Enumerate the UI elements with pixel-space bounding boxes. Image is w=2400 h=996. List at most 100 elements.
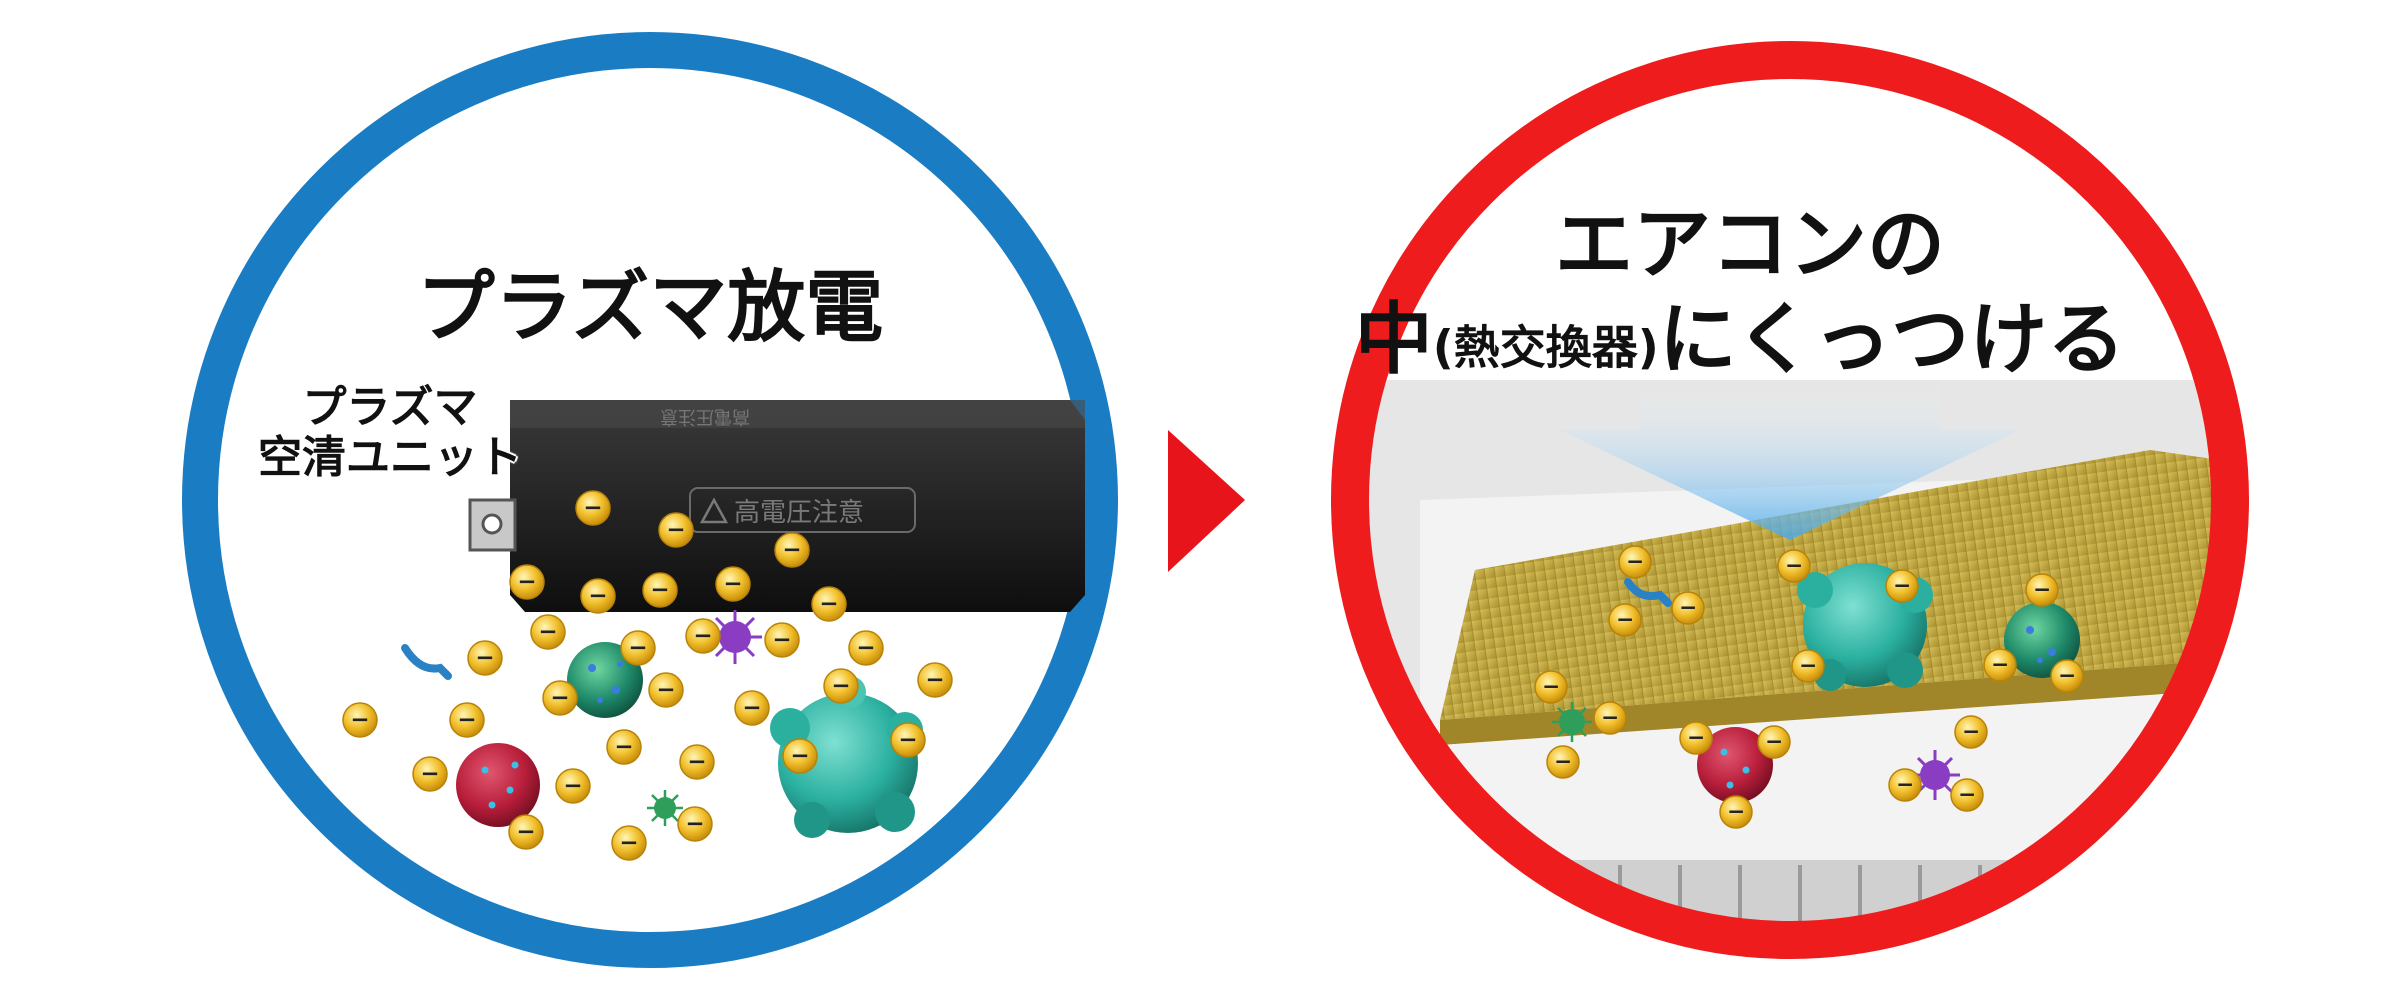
small-green-spore: [647, 790, 683, 826]
title-tail: にくっつける: [1658, 295, 2126, 385]
ion-minus-sign: −: [1687, 726, 1705, 751]
negative-ion-icon: −: [467, 640, 503, 676]
ion-minus-sign: −: [1893, 574, 1911, 599]
negative-ion-icon: −: [530, 614, 566, 650]
left-panel-title: プラズマ放電: [416, 263, 884, 353]
negative-ion-icon: −: [1679, 721, 1713, 755]
negative-ion-icon: −: [782, 738, 818, 774]
ion-minus-sign: −: [925, 667, 944, 693]
negative-ion-icon: −: [774, 532, 810, 568]
blue-bacteria-on-exchanger: [1624, 578, 1672, 607]
negative-ion-icon: −: [1983, 648, 2017, 682]
ion-minus-sign: −: [782, 537, 801, 563]
title-main-char: 中: [1354, 295, 1433, 385]
negative-ion-icon: −: [342, 702, 378, 738]
ion-minus-sign: −: [819, 591, 838, 617]
negative-ion-icon: −: [2025, 573, 2059, 607]
ion-minus-sign: −: [2033, 578, 2051, 603]
right-panel-title-line2: 中(熱交換器)にくっつける: [1280, 277, 2200, 389]
airflow-arrow-icon: [1560, 380, 2020, 540]
right-ring: [1331, 41, 2249, 959]
ion-minus-sign: −: [1896, 773, 1914, 798]
negative-ion-icon: −: [642, 572, 678, 608]
ion-minus-sign: −: [2058, 664, 2076, 689]
ion-minus-sign: −: [350, 707, 369, 733]
ion-minus-sign: −: [1554, 750, 1572, 775]
ion-minus-sign: −: [628, 635, 647, 661]
ion-minus-sign: −: [650, 577, 669, 603]
green-mold-cluster: [567, 642, 643, 718]
negative-ion-icon: −: [508, 814, 544, 850]
ion-minus-sign: −: [831, 673, 850, 699]
negative-ion-icon: −: [2050, 659, 2084, 693]
negative-ion-icon: −: [611, 825, 647, 861]
ion-minus-sign: −: [1601, 706, 1619, 731]
negative-ion-icon: −: [648, 672, 684, 708]
negative-ion-icon: −: [620, 630, 656, 666]
negative-ion-icon: −: [509, 564, 545, 600]
negative-ion-icon: −: [917, 662, 953, 698]
negative-ion-icon: −: [679, 744, 715, 780]
ion-minus-sign: −: [687, 749, 706, 775]
negative-ion-icon: −: [685, 618, 721, 654]
negative-ion-icon: −: [1618, 545, 1652, 579]
negative-ion-icon: −: [580, 578, 616, 614]
blue-bacteria: [401, 644, 452, 680]
negative-ion-icon: −: [1608, 603, 1642, 637]
ion-minus-sign: −: [420, 761, 439, 787]
plasma-air-purifier-unit: 高電圧注意 高電圧注意: [468, 400, 1085, 612]
ion-minus-sign: −: [1616, 608, 1634, 633]
ion-minus-sign: −: [1679, 596, 1697, 621]
right-ion-group: −−−−−−−−−−−−−−−−−−: [1534, 545, 2084, 829]
ion-minus-sign: −: [693, 623, 712, 649]
ion-minus-sign: −: [1958, 783, 1976, 808]
ion-minus-sign: −: [1765, 730, 1783, 755]
negative-ion-icon: −: [1671, 591, 1705, 625]
ion-minus-sign: −: [1542, 675, 1560, 700]
title-paren-note: (熱交換器): [1432, 320, 1659, 375]
negative-ion-icon: −: [412, 756, 448, 792]
negative-ion-icon: −: [1593, 701, 1627, 735]
purple-pollen: [708, 610, 762, 664]
small-green-spore-on-exchanger: [1552, 702, 1592, 742]
right-panel-title-line1: エアコンの: [1554, 200, 1945, 290]
negative-ion-icon: −: [606, 729, 642, 765]
ion-minus-sign: −: [1626, 550, 1644, 575]
negative-ion-icon: −: [1546, 745, 1580, 779]
negative-ion-icon: −: [811, 586, 847, 622]
ion-minus-sign: −: [516, 819, 535, 845]
negative-ion-icon: −: [555, 768, 591, 804]
negative-ion-icon: −: [764, 622, 800, 658]
left-ion-group: −−−−−−−−−−−−−−−−−−−−−−−−−−−−−−−: [342, 490, 953, 861]
warning-triangle-icon: [699, 497, 729, 524]
red-allergen-cluster: [456, 743, 540, 827]
ion-minus-sign: −: [723, 571, 742, 597]
ion-minus-sign: −: [1962, 720, 1980, 745]
air-conditioner-interior: [1350, 380, 2230, 940]
unit-top-marking: 高電圧注意: [660, 406, 750, 427]
ion-minus-sign: −: [1991, 653, 2009, 678]
ion-minus-sign: −: [742, 695, 761, 721]
negative-ion-icon: −: [1777, 549, 1811, 583]
ion-minus-sign: −: [898, 727, 917, 753]
negative-ion-icon: −: [1950, 778, 1984, 812]
ion-minus-sign: −: [588, 583, 607, 609]
negative-ion-icon: −: [1534, 670, 1568, 704]
negative-ion-icon: −: [715, 566, 751, 602]
ion-minus-sign: −: [1799, 654, 1817, 679]
ion-minus-sign: −: [517, 569, 536, 595]
ion-minus-sign: −: [856, 635, 875, 661]
ion-minus-sign: −: [457, 707, 476, 733]
negative-ion-icon: −: [449, 702, 485, 738]
ion-minus-sign: −: [475, 645, 494, 671]
ion-minus-sign: −: [1785, 554, 1803, 579]
negative-ion-icon: −: [1791, 649, 1825, 683]
ion-minus-sign: −: [656, 677, 675, 703]
ion-minus-sign: −: [790, 743, 809, 769]
ion-minus-sign: −: [550, 685, 569, 711]
ion-minus-sign: −: [583, 495, 602, 521]
green-mold-on-exchanger: [2004, 602, 2080, 678]
negative-ion-icon: −: [1885, 569, 1919, 603]
ion-minus-sign: −: [666, 517, 685, 543]
